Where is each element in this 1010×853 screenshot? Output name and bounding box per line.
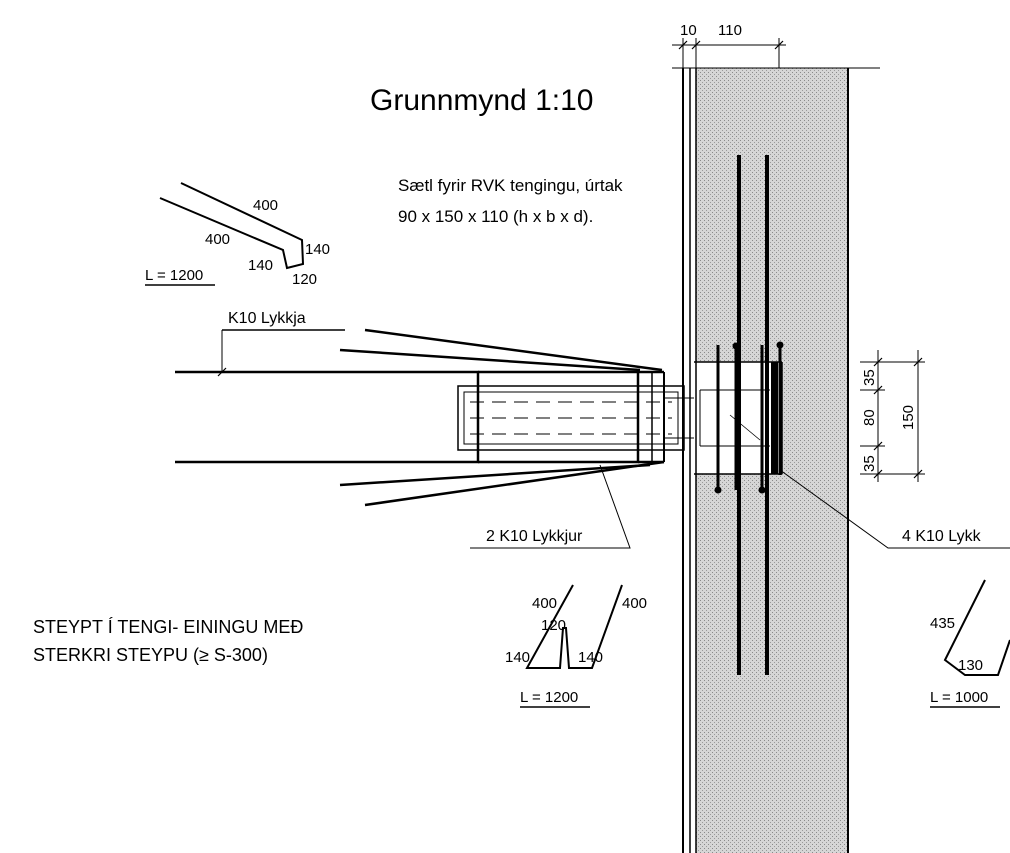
shape1-dim-a: 400: [253, 197, 278, 214]
top-dim-10: 10: [680, 22, 697, 39]
top-dimension: 10 110: [672, 22, 786, 68]
drawing-title: Grunnmynd 1:10: [370, 84, 593, 117]
shape2-dim-a: 400: [532, 595, 557, 612]
tick: [873, 357, 883, 367]
shape2-dim-e: 140: [578, 649, 603, 666]
four-k10-label: 4 K10 Lykk: [902, 528, 982, 545]
tick: [913, 469, 923, 479]
insert-hidden-lines: [470, 401, 672, 435]
bending-shape-1: 400 400 140 140 120 L = 1200: [145, 182, 330, 288]
right-dim-150: 150: [900, 405, 917, 430]
tick: [873, 469, 883, 479]
shape1-dim-d: 140: [248, 257, 273, 274]
shape3-dim-b: 130: [958, 657, 983, 674]
loop-bar-diagonal: [339, 348, 641, 372]
tick: [217, 367, 227, 377]
concrete-note-line1: STEYPT Í TENGI- EININGU MEÐ: [33, 617, 303, 637]
steel-plate: [771, 362, 778, 474]
shape3-dim-a: 435: [930, 615, 955, 632]
shape2-length: L = 1200: [520, 689, 578, 706]
four-k10-leader: [779, 469, 1010, 549]
shape2-dim-b: 400: [622, 595, 647, 612]
bending-shape-3: 435 130 L = 1000: [930, 579, 1010, 708]
right-dim-35-top: 35: [861, 369, 878, 386]
insert-inner: [463, 391, 679, 445]
shape3-length: L = 1000: [930, 689, 988, 706]
shape1-dim-e: 120: [292, 271, 317, 288]
shape1-length: L = 1200: [145, 267, 203, 284]
shape1-bar: [159, 182, 305, 270]
beam-end: [478, 370, 640, 464]
bar-end-dot: [776, 341, 784, 349]
two-k10-label: 2 K10 Lykkjur: [486, 528, 583, 545]
seat-note-line1: Sætl fyrir RVK tengingu, úrtak: [398, 176, 623, 195]
tick: [873, 441, 883, 451]
shape2-dim-c: 120: [541, 617, 566, 634]
shape3-bar: [943, 579, 1010, 676]
loop-bar-diagonal: [364, 460, 665, 507]
shape2-dim-d: 140: [505, 649, 530, 666]
shape1-dim-c: 140: [305, 241, 330, 258]
leaders: K10 Lykkja 2 K10 Lykkjur 4 K10 Lykk: [217, 310, 1010, 549]
tick: [691, 40, 701, 50]
shape2-bar: [525, 584, 623, 669]
two-k10-leader: [470, 464, 631, 549]
loop-bar-diagonal: [339, 463, 651, 487]
tick: [913, 357, 923, 367]
beam-outline: [175, 370, 480, 464]
insert-outer: [457, 385, 685, 451]
shape1-dim-b: 400: [205, 231, 230, 248]
right-dimension: 35 80 35 150: [860, 350, 925, 482]
bending-shape-2: 400 400 120 140 140 L = 1200: [505, 584, 647, 708]
tick: [774, 40, 784, 50]
concrete-note-line2: STERKRI STEYPU (≥ S-300): [33, 645, 268, 665]
bar-end-dot: [758, 486, 766, 494]
right-dim-35-bottom: 35: [861, 455, 878, 472]
seat-note-line2: 90 x 150 x 110 (h x b x d).: [398, 207, 593, 226]
k10-loop-label: K10 Lykkja: [228, 310, 306, 327]
bar-end-dot: [714, 486, 722, 494]
concrete-column: [672, 67, 880, 853]
connection-unit: [175, 328, 694, 507]
tick: [678, 40, 688, 50]
right-dim-80: 80: [861, 409, 878, 426]
tick: [873, 385, 883, 395]
bar-end-dot: [732, 342, 740, 350]
loop-bar-diagonal: [364, 328, 663, 372]
column-rebars: [714, 155, 784, 675]
top-dim-110: 110: [718, 22, 742, 39]
